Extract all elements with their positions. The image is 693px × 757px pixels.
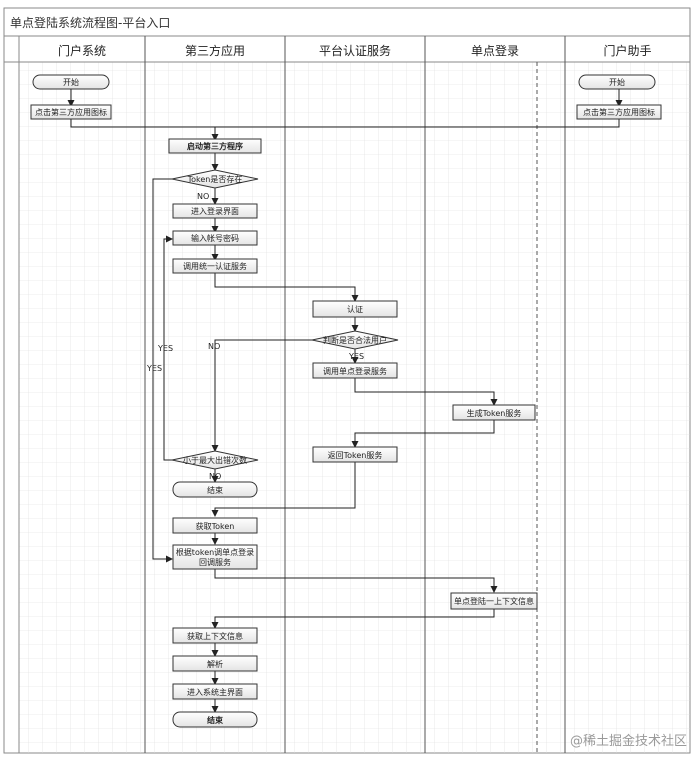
- click-icon-helper-node: [576, 104, 662, 120]
- lane-header-portal: 门户系统: [57, 44, 106, 58]
- return-token-label: 返回Token服务: [328, 450, 383, 460]
- call-sso-label: 调用单点登录服务: [323, 366, 387, 376]
- callback-label-line1: 根据token调单点登录: [176, 547, 254, 557]
- no-label-valid-user: NO: [208, 342, 220, 351]
- less-than-max-decision: [171, 450, 259, 470]
- end1-label: 结束: [207, 485, 223, 495]
- call-auth-label: 调用统一认证服务: [183, 261, 247, 271]
- is-valid-user-label: 判断是否合法用户: [323, 335, 387, 345]
- get-context-node: [172, 627, 258, 644]
- start-helper-label: 开始: [609, 77, 625, 87]
- input-credentials-node: [172, 230, 258, 246]
- end2-node: [172, 711, 258, 728]
- get-token-node: [172, 517, 258, 534]
- gen-token-node: [452, 404, 536, 421]
- parse-node: [172, 655, 258, 672]
- lane-header-auth-service: 平台认证服务: [318, 44, 391, 58]
- callback-label-line2: 回调服务: [199, 557, 231, 567]
- is-valid-user-decision: [311, 330, 399, 350]
- enter-login-label: 进入登录界面: [191, 206, 239, 216]
- launch-app-label: 启动第三方程序: [187, 141, 243, 151]
- enter-login-node: [172, 203, 258, 219]
- parse-label: 解析: [207, 659, 223, 669]
- click-icon-portal-node: [30, 104, 112, 120]
- diagram-title: 单点登陆系统流程图-平台入口: [10, 16, 171, 30]
- callback-node: [172, 544, 258, 570]
- yes-label-token: YES: [146, 364, 162, 373]
- start-helper-node: [578, 74, 656, 90]
- yes-label-valid-user: YES: [348, 352, 364, 361]
- get-context-label: 获取上下文信息: [187, 631, 243, 641]
- token-exists-label: Token是否存在: [187, 174, 243, 184]
- gen-token-label: 生成Token服务: [467, 408, 522, 418]
- grid-area: [19, 62, 690, 753]
- end1-node: [172, 481, 258, 498]
- call-sso-node: [312, 362, 398, 379]
- lane-header-sso: 单点登录: [470, 44, 519, 58]
- click-icon-portal-label: 点击第三方应用图标: [35, 107, 107, 117]
- input-credentials-label: 输入帐号密码: [191, 233, 239, 243]
- enter-main-label: 进入系统主界面: [187, 687, 243, 697]
- launch-app-node: [168, 138, 262, 154]
- start-portal-label: 开始: [63, 77, 79, 87]
- get-token-label: 获取Token: [196, 521, 235, 531]
- yes-label-retry: YES: [157, 344, 173, 353]
- token-exists-decision: [171, 169, 259, 189]
- less-than-max-label: 小于最大出错次数: [183, 455, 247, 465]
- lane-header-helper: 门户助手: [603, 44, 652, 58]
- sso-context-node: [450, 592, 538, 610]
- no-label-max: NO: [209, 472, 221, 481]
- watermark: @稀土掘金技术社区: [569, 734, 687, 749]
- no-label-token: NO: [197, 192, 209, 201]
- call-auth-node: [172, 258, 258, 274]
- end2-label: 结束: [207, 715, 224, 725]
- start-portal-node: [32, 74, 110, 90]
- sso-context-label: 单点登陆一上下文信息: [454, 596, 534, 606]
- authenticate-label: 认证: [347, 304, 363, 314]
- lane-header-third-party: 第三方应用: [184, 44, 245, 58]
- enter-main-node: [172, 683, 258, 700]
- return-token-node: [312, 446, 398, 463]
- click-icon-helper-label: 点击第三方应用图标: [583, 107, 655, 117]
- authenticate-node: [312, 300, 398, 318]
